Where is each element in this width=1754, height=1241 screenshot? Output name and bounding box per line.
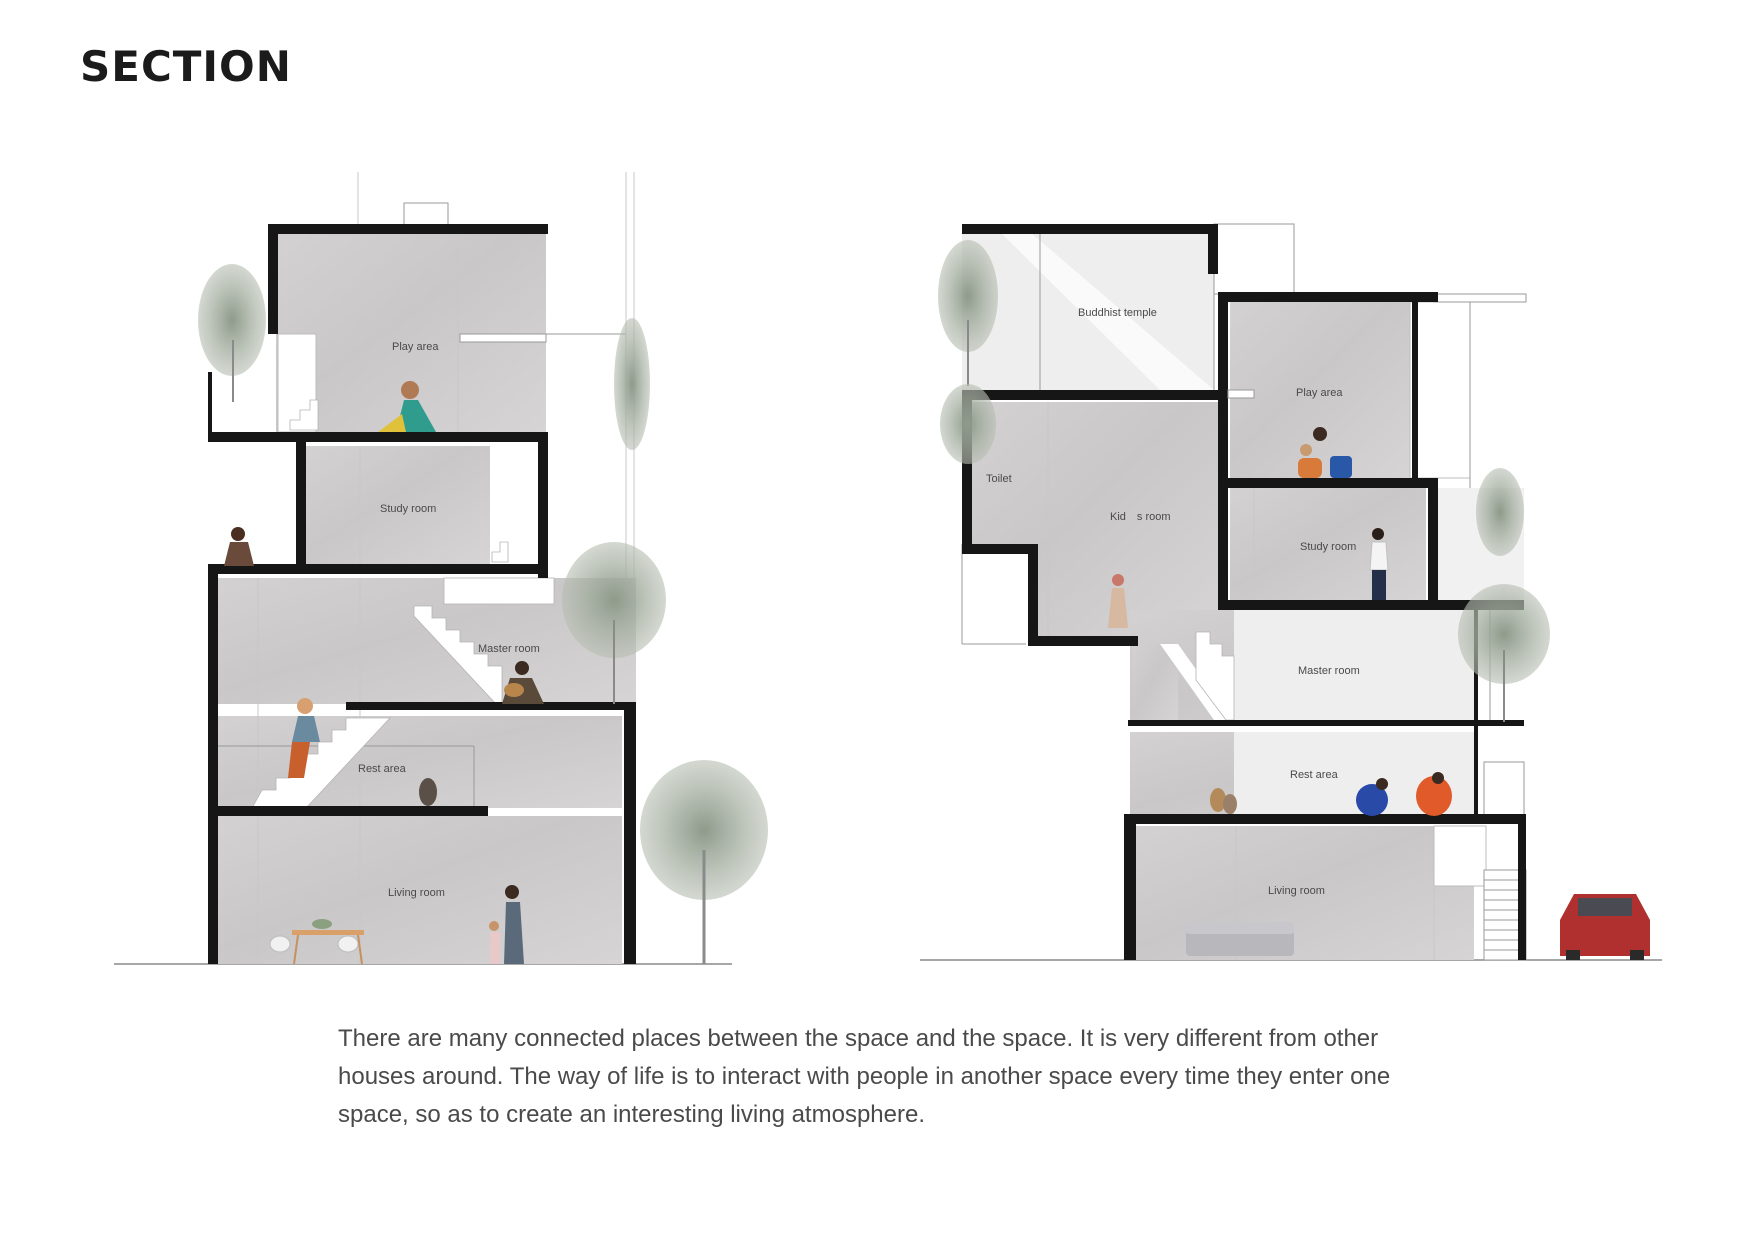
right-label-toilet: Toilet [986,473,1012,485]
left-cat [419,778,437,806]
left-label-master-room: Master room [478,643,540,655]
right-temple-roof [962,224,1218,234]
right-label-living-room: Living room [1268,885,1325,897]
right-hanging-plant-left [940,384,996,464]
left-hanging-plant [614,318,650,450]
right-hanging-plant-right [1476,468,1524,556]
right-label-study-room: Study room [1300,541,1356,553]
right-label-rest-area: Rest area [1290,769,1339,781]
left-slab-3 [208,564,548,574]
right-slab-master [1218,600,1524,610]
left-table-chairs [269,919,364,965]
left-study-room [306,446,490,564]
right-person-standing [1369,528,1389,600]
right-tree-roof [938,240,998,386]
right-label-kids-room: Kid s room [1110,511,1171,523]
right-cats [1210,788,1237,814]
left-section: Play area Study room Master room Rest ar… [114,172,768,965]
right-tree-side [1458,584,1550,722]
left-person-crouching [224,527,254,566]
left-person-guitar [502,661,544,704]
left-tree-upper [198,264,266,402]
left-tree-street [640,760,768,964]
left-stair-upper [413,577,555,705]
left-slab-5 [218,806,488,816]
right-person-pointing [1108,574,1128,628]
left-person-stairs [288,698,320,778]
left-label-study-room: Study room [380,503,436,515]
left-label-rest-area: Rest area [358,763,407,775]
right-kids-playing [1298,427,1352,478]
left-adult-child [489,885,524,964]
left-person-play [378,381,436,432]
right-section: Buddhist temple Play area Toilet Kid s r… [920,223,1662,961]
right-sofa [1186,922,1294,956]
page-title: SECTION [80,42,292,91]
left-label-play-area: Play area [392,341,439,353]
left-tree-middle [562,542,666,704]
right-label-master-room: Master room [1298,665,1360,677]
left-slab-2 [208,432,548,442]
right-slab-study [1218,478,1438,488]
right-slab-temple-floor [964,390,1218,400]
right-play-area [1230,302,1410,478]
right-car [1560,894,1650,960]
right-study-room [1230,488,1426,600]
left-roof-slab [268,224,548,234]
right-label-play-area: Play area [1296,387,1343,399]
left-slab-4 [346,702,636,710]
right-label-buddhist-temple: Buddhist temple [1078,307,1157,319]
right-beanbags [1356,772,1452,816]
description-caption: There are many connected places between … [338,1025,1391,1128]
right-slab-living [1124,814,1526,824]
right-play-roof [1218,292,1438,302]
left-stair-lower [251,717,391,809]
left-label-living-room: Living room [388,887,445,899]
